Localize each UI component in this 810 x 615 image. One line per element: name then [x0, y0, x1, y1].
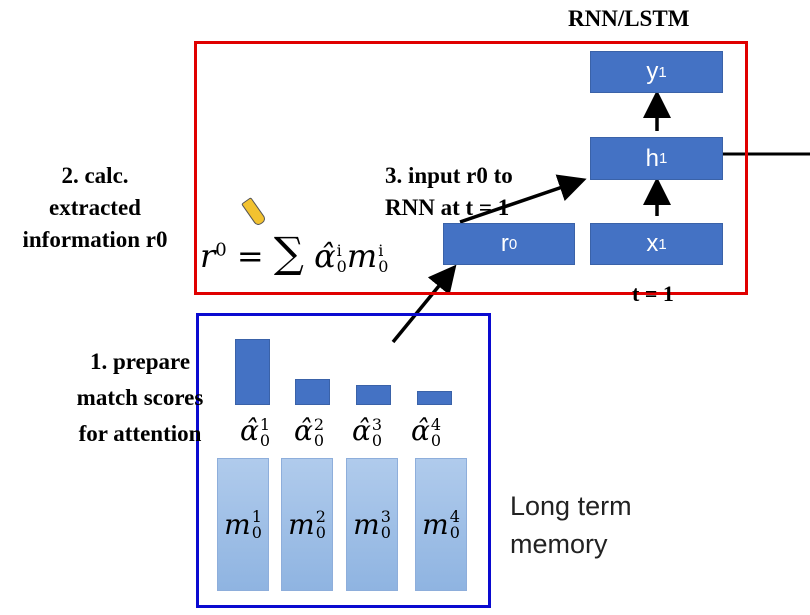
step2-line1: 2. calc. [61, 163, 129, 188]
memory-caption-line1: Long term [510, 491, 632, 521]
alpha-sub: 0 [371, 430, 383, 450]
memory-cell-sup: 4 [449, 506, 460, 526]
node-h-sup: 1 [659, 150, 668, 167]
memory-cell-label: m [288, 508, 315, 541]
alpha-sup: 1 [259, 414, 271, 434]
node-h-label: h [645, 144, 659, 172]
node-x-label: x [646, 230, 659, 257]
step1-label: 1. prepare match scores for attention [60, 344, 220, 452]
memory-box [196, 313, 491, 608]
arrow-memory-to-r [391, 264, 457, 344]
step2-line2: extracted [49, 195, 141, 220]
alpha-sub: 0 [430, 430, 442, 450]
memory-cell-sup: 3 [380, 506, 391, 526]
formula-alpha: α̂ [314, 237, 336, 275]
step1-line2: match scores [76, 385, 204, 410]
node-y-sup: 1 [658, 63, 667, 81]
step3-label: 3. input r0 to RNN at t = 1 [385, 160, 513, 224]
rnn-title: RNN/LSTM [568, 6, 690, 31]
memory-cell-sub: 0 [449, 522, 460, 542]
memory-cell-sup: 1 [251, 506, 262, 526]
formula-m-sub: 0 [378, 256, 389, 276]
memory-cell-label: m [422, 508, 449, 541]
memory-cell-sup: 2 [315, 506, 326, 526]
memory-caption-line2: memory [510, 529, 608, 559]
step3-line2: RNN at t = 1 [385, 195, 510, 220]
memory-cell-sub: 0 [315, 522, 326, 542]
attention-score-bar [417, 391, 452, 405]
formula-lhs: r [200, 237, 216, 275]
alpha-sup: 3 [371, 414, 383, 434]
arrow-r-to-h [459, 174, 587, 224]
alpha-sub: 0 [313, 430, 325, 450]
rnn-box [194, 41, 748, 295]
alpha-symbol: α̂ [411, 414, 430, 447]
formula-alpha-sup: i [336, 240, 342, 260]
node-r-sup: 0 [508, 235, 518, 253]
attention-score-bar [235, 339, 270, 405]
alpha-sub: 0 [259, 430, 271, 450]
formula-m-sup: i [378, 240, 384, 260]
time-label: t = 1 [632, 281, 674, 306]
formula-alpha-sub: 0 [336, 256, 347, 276]
formula-sum: ∑ [273, 228, 304, 277]
node-r-label: r [500, 230, 509, 257]
alpha-symbol: α̂ [352, 414, 371, 447]
memory-cell-label: m [224, 508, 251, 541]
alpha-symbol: α̂ [240, 414, 259, 447]
node-x-sup: 1 [658, 235, 667, 253]
formula-lhs-sup: 0 [215, 239, 227, 261]
node-y-label: y [646, 58, 659, 85]
memory-caption: Long term memory [510, 487, 632, 563]
step2-label: 2. calc. extracted information r0 [0, 160, 190, 256]
memory-cell-sub: 0 [380, 522, 391, 542]
alpha-symbol: α̂ [294, 414, 313, 447]
memory-cell-sub: 0 [251, 522, 262, 542]
alpha-sup: 4 [430, 414, 442, 434]
step3-line1: 3. input r0 to [385, 163, 513, 188]
attention-score-bar [295, 379, 330, 405]
step1-line3: for attention [78, 421, 202, 446]
step1-line1: 1. prepare [89, 349, 191, 374]
formula-eq: = [236, 237, 264, 275]
memory-cell-label: m [353, 508, 380, 541]
alpha-sup: 2 [313, 414, 325, 434]
step2-line3: information r0 [22, 227, 168, 252]
formula-m: m [346, 237, 378, 275]
attention-score-bar [356, 385, 391, 405]
